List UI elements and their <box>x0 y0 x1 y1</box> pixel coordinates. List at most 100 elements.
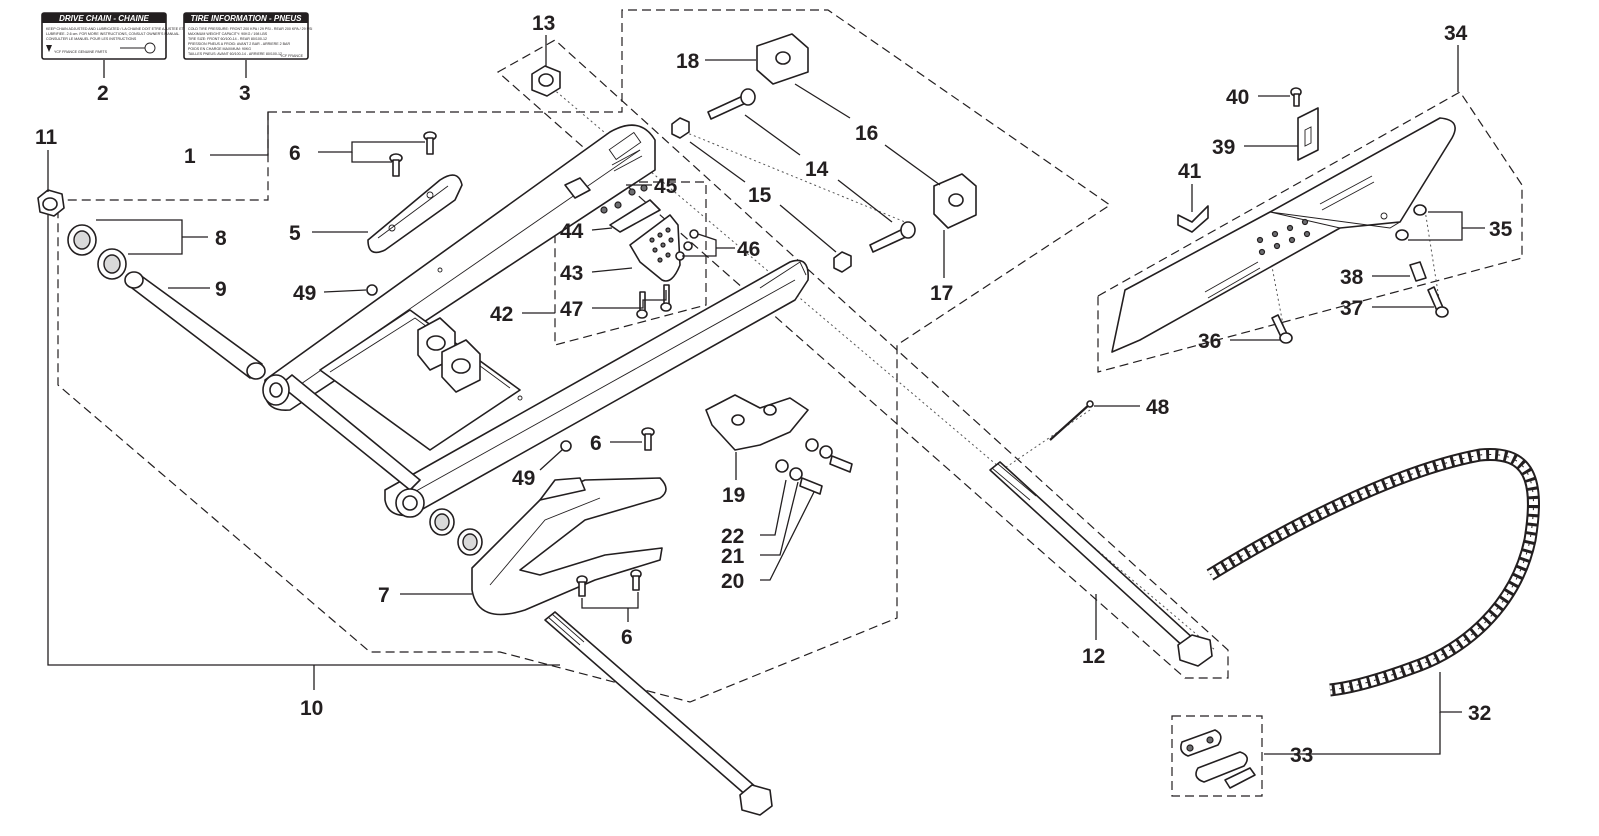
tire-info-brand: YCF FRANCE <box>280 54 304 58</box>
part-40-screw <box>1290 87 1302 107</box>
part-bearings-lower <box>429 508 483 556</box>
callout-21: 21 <box>721 545 745 568</box>
part-47-bolts <box>636 284 672 319</box>
callout-8: 8 <box>215 227 227 250</box>
tire-info-line-4: PRESSION PNEUS A FROID: AVANT 2 BAR - AR… <box>188 42 290 46</box>
part-19-bracket <box>705 394 809 451</box>
callout-45: 45 <box>654 175 678 198</box>
chain-cover-group-outline <box>1097 91 1523 373</box>
part-36-bolt <box>1271 314 1293 344</box>
callout-42: 42 <box>490 303 513 326</box>
callout-47: 47 <box>560 298 583 321</box>
callout-numbers: 1 2 3 5 6 6 6 7 8 9 10 11 12 13 14 15 16… <box>35 12 1513 767</box>
callout-41: 41 <box>1178 160 1202 183</box>
callout-6-mid: 6 <box>590 432 602 455</box>
part-8-bearings <box>67 224 127 280</box>
callout-3: 3 <box>239 82 251 105</box>
tire-info-line-3: TIRE SIZE: FRONT 60/100-14 - REAR 80/100… <box>188 37 267 41</box>
callout-1: 1 <box>184 145 196 168</box>
callout-20: 20 <box>721 570 744 593</box>
callout-16: 16 <box>855 122 878 145</box>
ycf-logo-icon <box>46 45 52 52</box>
part-10-pivot-shaft <box>544 611 773 816</box>
callout-34: 34 <box>1444 22 1468 45</box>
part-49-bushings <box>366 284 572 452</box>
callout-9: 9 <box>215 278 227 301</box>
drive-chain-line-1: KEEP CHAIN ADJUSTED AND LUBRICATED / LA … <box>46 27 185 31</box>
callout-40: 40 <box>1226 86 1249 109</box>
axis-lines <box>544 81 1441 651</box>
chain-guide-group-outline <box>554 181 707 346</box>
callout-22: 22 <box>721 525 744 548</box>
part-14-adjuster-bolts <box>707 88 916 253</box>
callout-7: 7 <box>378 584 390 607</box>
swingarm <box>262 124 809 518</box>
drive-chain-line-3: CONSULTER LE MANUEL POUR LES INSTRUCTION… <box>46 37 137 41</box>
assembly-outlines <box>57 9 1523 797</box>
callout-12: 12 <box>1082 645 1105 668</box>
callout-13: 13 <box>532 12 555 35</box>
callout-48: 48 <box>1146 396 1170 419</box>
part-17-axle-block <box>933 173 977 229</box>
part-44-guide-plate <box>609 199 661 233</box>
callout-32: 32 <box>1468 702 1491 725</box>
callout-18: 18 <box>676 50 700 73</box>
tire-info-line-2: MAXIMUM WEIGHT CAPACITY: 90KG / 198 LBS <box>188 32 268 36</box>
part-9-spacer-tube <box>124 271 266 380</box>
callout-6-top: 6 <box>289 142 301 165</box>
part-13-nut <box>531 65 561 97</box>
part-37-bolt <box>1427 286 1449 318</box>
part-34-chain-cover <box>1111 117 1456 353</box>
part-39-bracket <box>1297 107 1319 161</box>
part-7-chain-guard <box>471 477 667 616</box>
callout-49-right: 49 <box>512 467 535 490</box>
part-41-clip <box>1177 205 1209 233</box>
callout-11: 11 <box>35 126 58 149</box>
swingarm-group-outline <box>57 9 1112 703</box>
part-45-screws <box>600 184 648 214</box>
callout-15: 15 <box>748 184 772 207</box>
leader-lines <box>47 35 1485 755</box>
callout-19: 19 <box>722 484 745 507</box>
callout-49-left: 49 <box>293 282 316 305</box>
axle-group-outline <box>496 39 1229 679</box>
part-18-axle-block <box>756 33 809 85</box>
tire-info-sticker: TIRE INFORMATION - PNEUS COLD TIRE PRESS… <box>183 12 312 60</box>
callout-39: 39 <box>1212 136 1235 159</box>
part-6-screw-mid <box>641 427 655 451</box>
tire-info-line-5: POIDS EN CHARGE MAXIMUM: 90KG <box>188 47 251 51</box>
callout-44: 44 <box>560 220 584 243</box>
callout-33: 33 <box>1290 744 1313 767</box>
part-33-master-link <box>1180 729 1256 789</box>
part-43-guide <box>629 214 681 282</box>
callout-38: 38 <box>1340 266 1364 289</box>
callout-46: 46 <box>737 238 760 261</box>
part-48-cotter-pin <box>1049 400 1094 441</box>
part-32-chain <box>1206 447 1540 697</box>
callout-14: 14 <box>805 158 829 181</box>
master-link-group-outline <box>1171 715 1263 797</box>
callout-35: 35 <box>1489 218 1513 241</box>
drive-chain-sticker: DRIVE CHAIN - CHAINE KEEP CHAIN ADJUSTED… <box>41 12 185 60</box>
callout-36: 36 <box>1198 330 1221 353</box>
tire-info-line-6: TAILLES PNEUS: AVANT 60/100-14 - ARRIERE… <box>188 52 282 56</box>
callout-5: 5 <box>289 222 301 245</box>
part-11-nut <box>37 189 65 217</box>
part-6-screws-top <box>389 131 437 177</box>
part-5-chain-slider <box>367 174 463 254</box>
tire-info-sticker-title: TIRE INFORMATION - PNEUS <box>191 14 303 23</box>
drive-chain-brand: YCF FRANCE GENUINE PARTS <box>54 50 108 54</box>
part-38-spacer <box>1409 261 1427 282</box>
callout-10: 10 <box>300 697 323 720</box>
part-15-adjuster-nuts <box>671 117 852 273</box>
callout-43: 43 <box>560 262 583 285</box>
drive-chain-sticker-title: DRIVE CHAIN - CHAINE <box>59 14 149 23</box>
callout-17: 17 <box>930 282 953 305</box>
drive-chain-line-2: LUBRIFIEE. 2.6 cm. FOR MORE INSTRUCTIONS… <box>46 32 179 36</box>
part-35-bushings <box>1395 204 1427 241</box>
part-6-screws-bottom <box>576 569 642 597</box>
tire-info-line-1: COLD TIRE PRESSURE: FRONT 200 KPA / 29 P… <box>188 27 312 31</box>
callout-2: 2 <box>97 82 109 105</box>
